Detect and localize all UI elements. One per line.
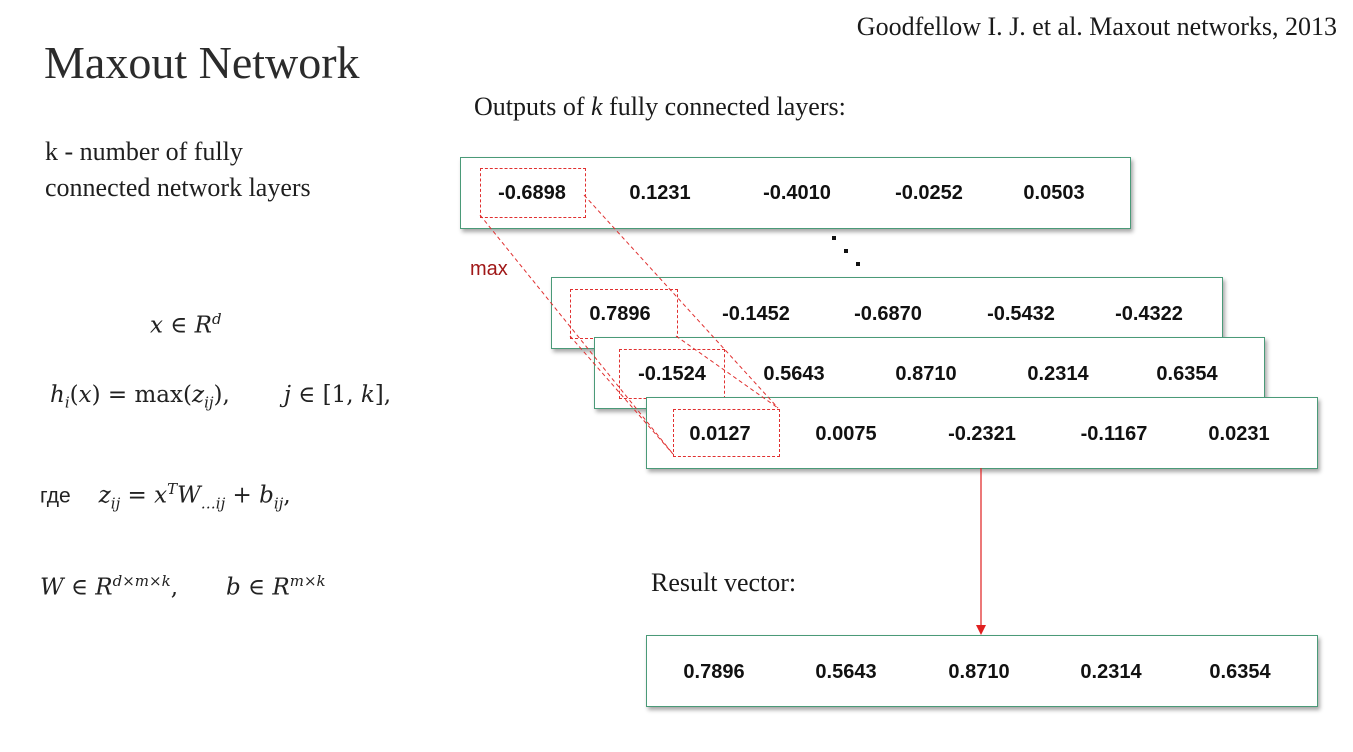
layer-1-value: 0.1231 <box>629 182 691 204</box>
description-line-2: connected network layers <box>45 173 311 202</box>
max-highlight <box>673 409 780 457</box>
layer-2-value: -0.6870 <box>854 303 922 325</box>
layer-4-value: -0.2321 <box>948 423 1016 445</box>
max-highlight <box>480 168 586 218</box>
description-line-1: k - number of fully <box>45 137 243 166</box>
layer-1-value: -0.0252 <box>895 182 963 204</box>
layer-1-value: -0.6898 <box>498 182 566 204</box>
result-value: 0.2314 <box>1080 661 1142 683</box>
formula-maxout: hi(x) = max(zij),j ∈ [1, k], <box>50 382 392 412</box>
ellipsis-dots <box>832 236 860 266</box>
layer-3-value: -0.1524 <box>638 363 706 385</box>
layer-2-value: -0.1452 <box>722 303 790 325</box>
result-value: 0.8710 <box>948 661 1010 683</box>
result-value: 0.5643 <box>815 661 877 683</box>
formula-x-domain: x ∈ Rd <box>150 310 222 339</box>
layer-2-value: -0.5432 <box>987 303 1055 325</box>
slide-title: Maxout Network <box>44 37 360 88</box>
layer-2-value: -0.4322 <box>1115 303 1183 325</box>
description: k - number of fully connected network la… <box>45 134 311 206</box>
layer-1-value: -0.4010 <box>763 182 831 204</box>
result-value: 0.7896 <box>683 661 745 683</box>
layer-3-value: 0.6354 <box>1156 363 1218 385</box>
layer-3-value: 0.5643 <box>763 363 825 385</box>
layer-4-value: 0.0127 <box>689 423 751 445</box>
layer-output-4: 0.0127 0.0075 -0.2321 -0.1167 0.0231 <box>646 397 1318 469</box>
formula-params: W ∈ Rd×m×k,b ∈ Rm×k <box>40 572 326 601</box>
layer-2-value: 0.7896 <box>589 303 651 325</box>
result-heading: Result vector: <box>651 568 797 597</box>
layer-3-value: 0.2314 <box>1027 363 1089 385</box>
max-connector-lines <box>479 194 779 455</box>
layer-3-value: 0.8710 <box>895 363 957 385</box>
layer-4-value: 0.0075 <box>815 423 877 445</box>
outputs-heading: Outputs of k fully connected layers: <box>474 92 846 121</box>
layer-4-value: -0.1167 <box>1080 423 1148 445</box>
result-vector: 0.7896 0.5643 0.8710 0.2314 0.6354 <box>646 635 1318 707</box>
citation: Goodfellow I. J. et al. Maxout networks,… <box>856 12 1337 41</box>
layer-4-value: 0.0231 <box>1208 423 1270 445</box>
max-label: max <box>470 258 508 280</box>
result-arrow <box>976 468 986 635</box>
layer-1-value: 0.0503 <box>1023 182 1085 204</box>
layer-output-1: -0.6898 0.1231 -0.4010 -0.0252 0.0503 <box>460 157 1131 229</box>
result-value: 0.6354 <box>1209 661 1271 683</box>
